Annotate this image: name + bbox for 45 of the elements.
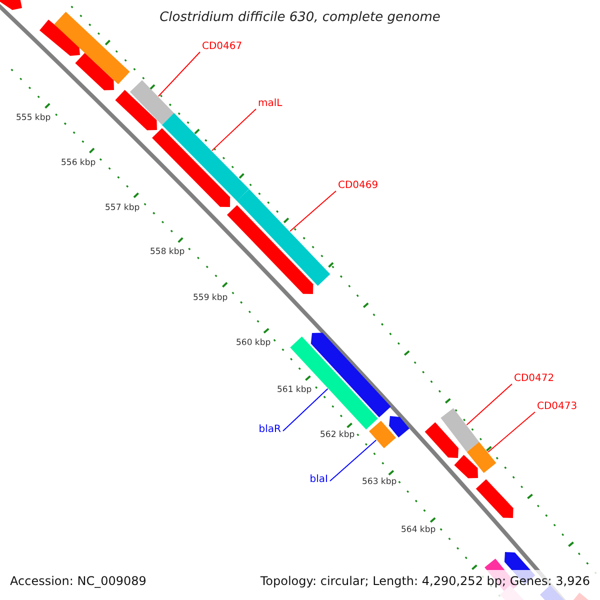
gene-feature <box>369 420 396 448</box>
gene-label: CD0472 <box>514 373 554 385</box>
scale-label: 564 kbp <box>401 525 436 535</box>
leader-line <box>488 412 536 453</box>
gene-feature <box>466 442 496 474</box>
scale-label: 562 kbp <box>320 430 355 440</box>
gene-label: blaI <box>310 474 328 486</box>
gene-feature <box>115 90 157 130</box>
leader-line <box>282 388 328 432</box>
gene-feature <box>236 189 330 286</box>
scale-label: 555 kbp <box>16 113 51 123</box>
gene-feature <box>389 416 410 438</box>
gene-feature <box>226 205 314 294</box>
genome-summary-text: Topology: circular; Length: 4,290,252 bp; Genes: 3,926 <box>260 574 590 588</box>
gene-label: malL <box>258 98 282 110</box>
gene-feature <box>424 422 458 458</box>
gene-feature <box>40 20 80 56</box>
scale-label: 563 kbp <box>362 477 397 487</box>
gene-feature <box>162 113 250 201</box>
scale-label: 557 kbp <box>105 203 140 213</box>
leader-line <box>466 384 512 426</box>
gene-feature <box>476 479 514 518</box>
gene-feature <box>152 128 230 207</box>
scale-label: 561 kbp <box>277 385 312 395</box>
title: Clostridium difficile 630, complete genome <box>158 10 442 25</box>
gene-feature <box>0 0 22 10</box>
scale-label: 556 kbp <box>61 158 96 168</box>
scale-label: 559 kbp <box>193 293 228 303</box>
scale-label: 558 kbp <box>150 247 185 257</box>
gene-feature <box>130 80 174 125</box>
gene-feature <box>54 12 130 84</box>
gene-feature <box>75 52 114 90</box>
gene-label: CD0467 <box>202 41 242 53</box>
gene-label: CD0469 <box>338 180 378 192</box>
gene-feature <box>310 332 391 418</box>
leader-line <box>330 440 377 482</box>
gene-feature <box>440 408 480 452</box>
gene-feature <box>454 454 478 478</box>
gene-label: blaR <box>258 424 281 436</box>
leader-line <box>211 108 256 152</box>
leader-line <box>158 52 200 97</box>
gene-label: CD0473 <box>537 401 578 413</box>
scale-label: 560 kbp <box>236 338 271 348</box>
leader-line <box>290 190 336 232</box>
accession-text: Accession: NC_009089 <box>10 574 146 588</box>
